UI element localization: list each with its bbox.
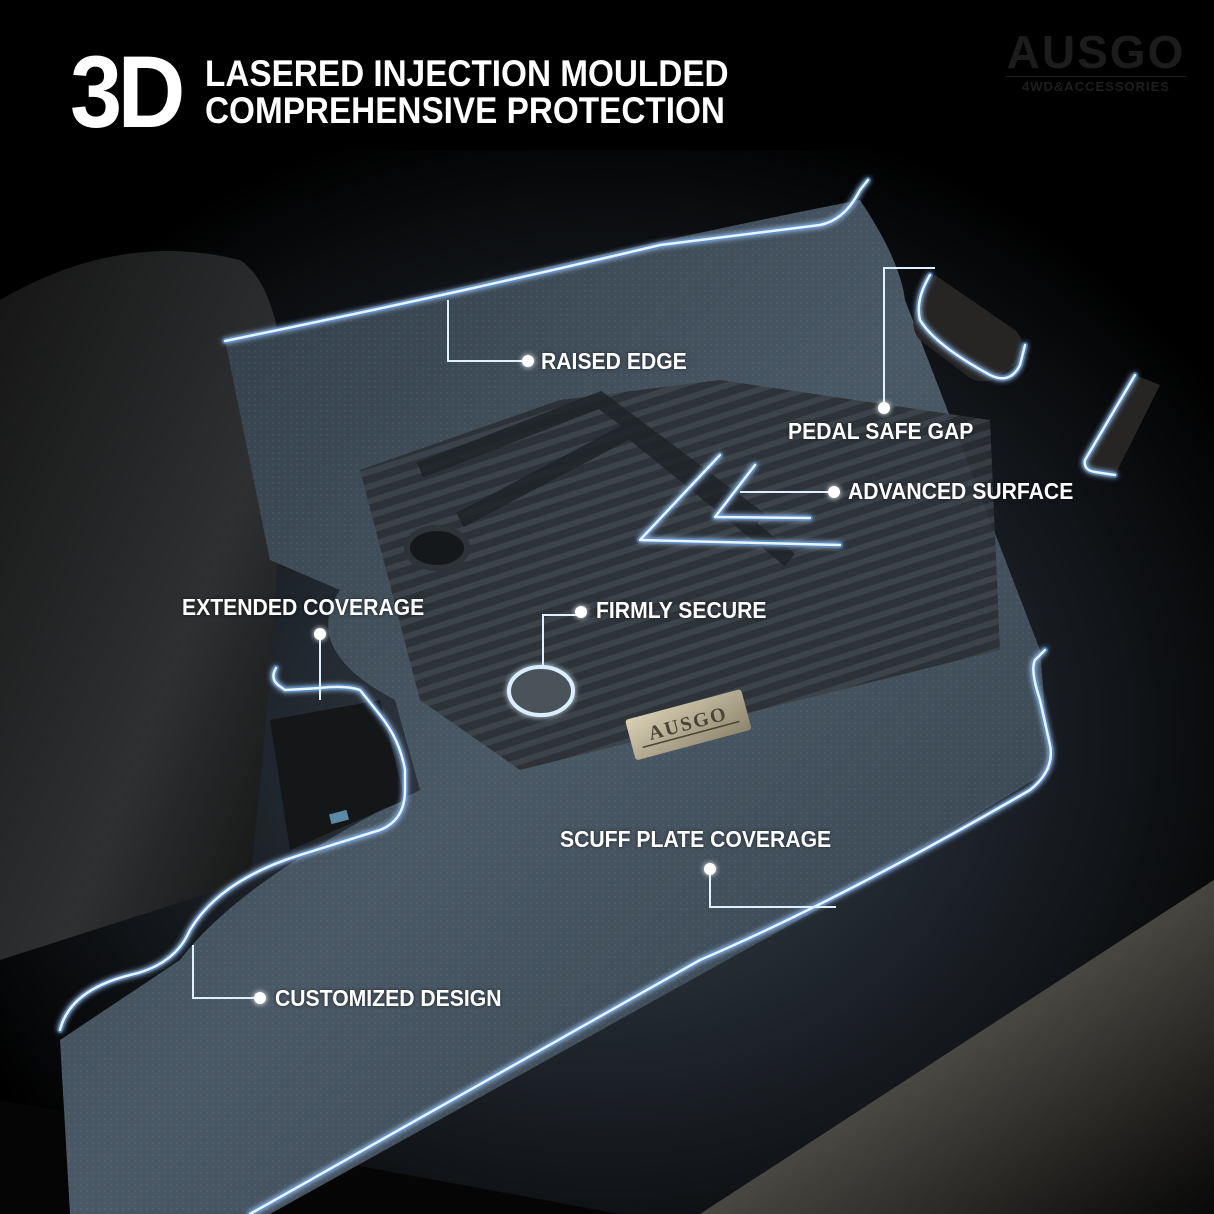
brake-pedal — [913, 275, 1023, 382]
headline: LASERED INJECTION MOULDED COMPREHENSIVE … — [205, 55, 729, 129]
seat — [0, 251, 285, 960]
brand-tagline: 4WD&ACCESSORIES — [1022, 79, 1170, 94]
headline-3d: 3D — [70, 35, 185, 149]
accelerator-pedal — [1085, 375, 1160, 477]
leader-lines — [192, 267, 935, 999]
callout-pedal-safe-gap: PEDAL SAFE GAP — [788, 418, 974, 444]
callout-raised-edge: RAISED EDGE — [541, 348, 687, 374]
brand-divider — [1005, 76, 1187, 77]
callout-extended-coverage: EXTENDED COVERAGE — [182, 594, 425, 620]
retention-clip — [404, 525, 470, 571]
callout-dots — [254, 355, 890, 1004]
callout-firmly-secure: FIRMLY SECURE — [596, 597, 767, 623]
headline-line-1: LASERED INJECTION MOULDED — [205, 53, 729, 94]
glow-outline — [57, 177, 1138, 1214]
door-sill — [700, 880, 1214, 1214]
brand-logo: AUSGO 4WD&ACCESSORIES — [1005, 26, 1187, 94]
callout-customized-design: CUSTOMIZED DESIGN — [275, 985, 502, 1011]
retention-clip-highlighted — [507, 665, 575, 717]
seat-rail — [270, 700, 405, 850]
callout-advanced-surface: ADVANCED SURFACE — [848, 478, 1074, 504]
brand-name: AUSGO — [1006, 26, 1186, 78]
callout-scuff-plate-coverage: SCUFF PLATE COVERAGE — [560, 826, 832, 852]
headline-line-2: COMPREHENSIVE PROTECTION — [205, 90, 725, 131]
